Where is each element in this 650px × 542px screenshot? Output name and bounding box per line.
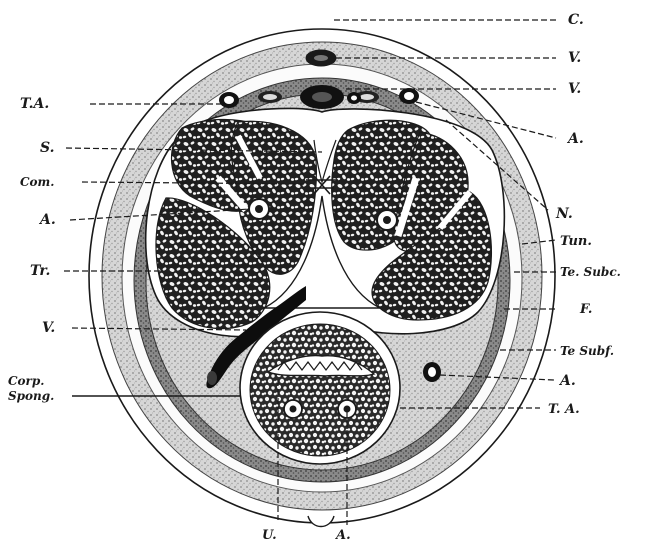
label-tun: Tun. [560, 234, 592, 249]
label-corp: Corp. [8, 374, 44, 388]
label-com: Com. [20, 175, 54, 189]
label-spong: Spong. [8, 389, 54, 403]
label-v-left: V. [42, 320, 55, 336]
frenulum-nub [308, 516, 334, 527]
label-v-right: V. [568, 81, 581, 97]
label-ta-left: T.A. [20, 96, 49, 112]
label-a-left: A. [38, 212, 56, 228]
corpus-spongiosum [240, 312, 400, 464]
label-a-lower-right: A. [558, 373, 576, 389]
label-f: F. [579, 302, 592, 317]
label-v-top: V. [568, 50, 581, 66]
label-tr: Tr. [30, 263, 50, 279]
label-te-subc: Te. Subc. [560, 265, 621, 279]
spongiosum-tissue [250, 324, 390, 456]
label-a-bottom: A. [334, 528, 351, 542]
label-s: S. [40, 140, 55, 156]
label-a-right: A. [566, 131, 584, 147]
label-c: C. [568, 12, 584, 28]
label-n: N. [555, 206, 573, 222]
label-te-subf: Te Subf. [560, 344, 614, 358]
label-ta-lower-right: T. A. [548, 402, 580, 417]
label-u-bottom: U. [262, 528, 277, 542]
